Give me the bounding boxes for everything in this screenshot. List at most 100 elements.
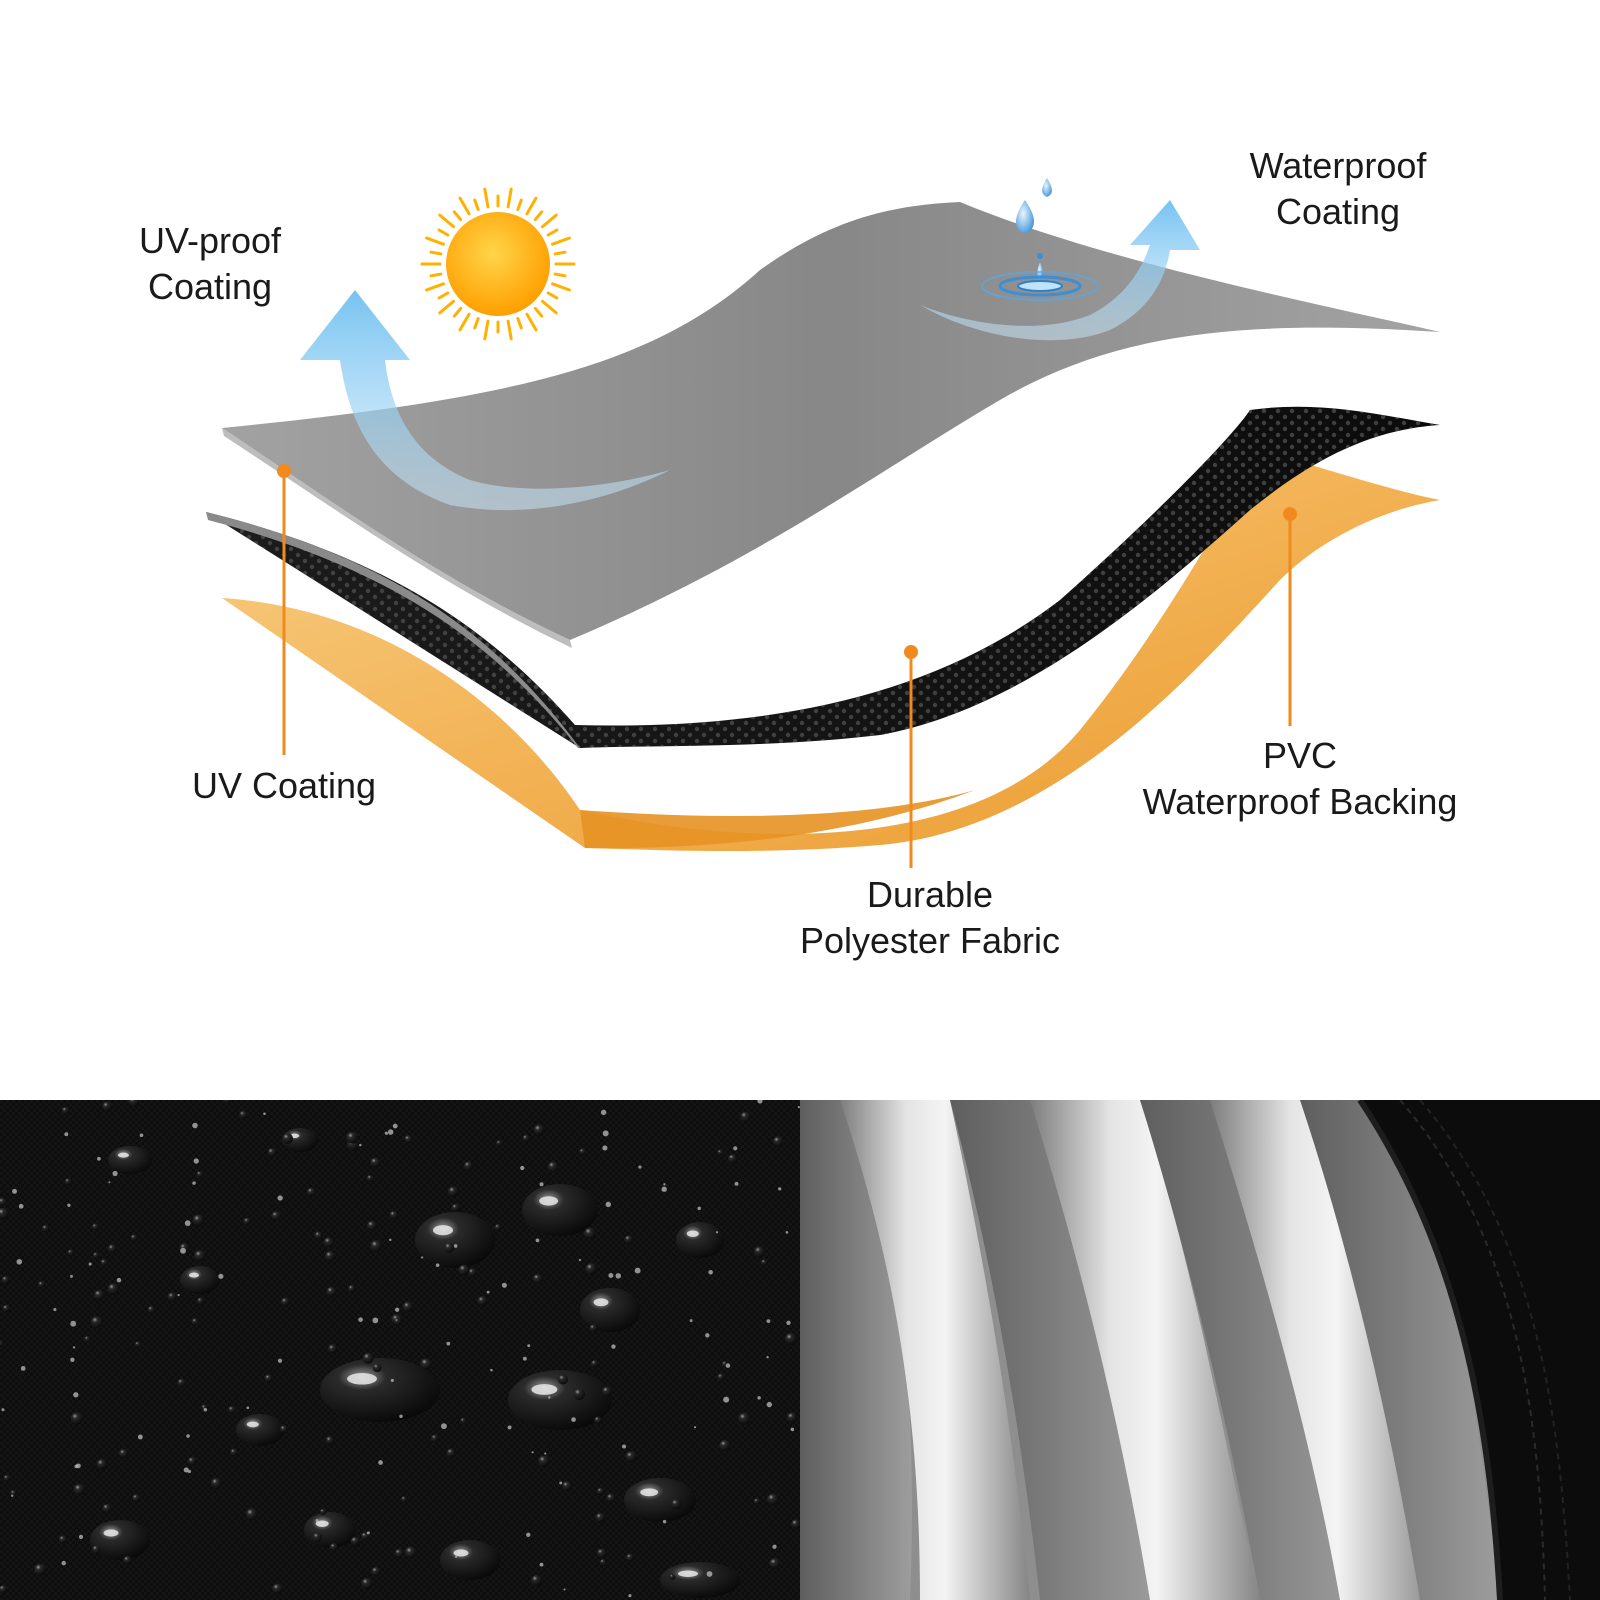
- water-droplet: [490, 1368, 493, 1372]
- sun-ray: [551, 236, 571, 246]
- water-droplet: [263, 1112, 266, 1116]
- label-line: Polyester Fabric: [799, 920, 1061, 961]
- water-droplet: [53, 1307, 57, 1312]
- water-droplet: [192, 1122, 198, 1129]
- sun-ray: [438, 299, 456, 315]
- water-droplet: [319, 1508, 326, 1515]
- water-droplet: [559, 1481, 563, 1485]
- water-droplet: [306, 1187, 316, 1197]
- water-droplet: [615, 1273, 622, 1279]
- fabric-layers-illustration: [206, 178, 1440, 868]
- water-droplet: [183, 1467, 189, 1473]
- water-droplet: [460, 1417, 467, 1425]
- water-droplet: [193, 1158, 199, 1164]
- water-droplet: [315, 1519, 319, 1522]
- label-line: UV-proof: [138, 220, 282, 261]
- water-droplet: [708, 1270, 713, 1275]
- water-bead: [624, 1478, 696, 1522]
- sun-ray: [452, 210, 463, 222]
- sun-ray: [425, 236, 445, 246]
- label-line: UV Coating: [191, 765, 377, 806]
- water-arrow-icon: [920, 200, 1200, 341]
- water-bead: [508, 1370, 612, 1430]
- water-droplet: [196, 1297, 205, 1305]
- water-droplet: [501, 1282, 507, 1288]
- water-droplet: [328, 1344, 338, 1354]
- water-droplet: [590, 1360, 599, 1368]
- water-droplet: [139, 1133, 144, 1138]
- water-droplet: [725, 1363, 731, 1368]
- water-droplet: [435, 1263, 440, 1267]
- water-droplet: [366, 1174, 374, 1182]
- water-droplet: [671, 1499, 682, 1510]
- water-droplet: [18, 1203, 24, 1209]
- sun-ray: [438, 213, 456, 229]
- water-droplet: [532, 1273, 543, 1284]
- water-droplet: [282, 1133, 293, 1144]
- water-droplet: [661, 1186, 667, 1192]
- water-bead: [304, 1512, 356, 1548]
- water-bead-highlight: [678, 1570, 698, 1577]
- water-droplet: [706, 1571, 713, 1577]
- water-droplet: [420, 1358, 432, 1370]
- water-droplet: [446, 1448, 456, 1458]
- water-droplet: [0, 1340, 4, 1347]
- water-droplet: [177, 1378, 186, 1387]
- sun-ray: [540, 213, 558, 229]
- callout-uv-coating: [277, 464, 291, 755]
- water-droplet: [535, 1238, 540, 1243]
- water-droplet: [38, 1281, 45, 1288]
- sun-ray: [516, 317, 523, 330]
- water-droplet: [757, 1396, 761, 1400]
- water-droplet: [134, 1341, 141, 1348]
- water-bead-highlight: [246, 1421, 259, 1428]
- water-droplet: [371, 1566, 381, 1577]
- water-droplet: [494, 1224, 502, 1231]
- water-droplet: [389, 1210, 398, 1220]
- sun-ray: [458, 196, 471, 216]
- water-droplet: [547, 1161, 559, 1173]
- water-droplet: [606, 1493, 616, 1503]
- water-droplet: [1, 1408, 5, 1412]
- water-droplet: [446, 1341, 451, 1346]
- water-droplet: [404, 1135, 413, 1144]
- sun-ray: [437, 228, 450, 237]
- water-droplet: [421, 1256, 424, 1259]
- water-droplet: [548, 1396, 551, 1399]
- water-droplet: [203, 1408, 208, 1412]
- water-droplet: [402, 1301, 413, 1312]
- water-droplet: [738, 1412, 751, 1425]
- water-droplet: [705, 1333, 710, 1338]
- sun-ray: [429, 250, 443, 256]
- water-droplet: [100, 1259, 108, 1267]
- water-droplet: [372, 1363, 382, 1373]
- water-droplet: [733, 1146, 738, 1151]
- water-droplet: [786, 1412, 798, 1423]
- sun-ray: [452, 306, 463, 318]
- water-droplet: [463, 1161, 473, 1171]
- water-droplet: [520, 1165, 525, 1171]
- label-line: Waterproof Backing: [1142, 781, 1458, 822]
- sun-ray: [506, 319, 513, 341]
- water-droplet: [600, 1109, 607, 1116]
- water-droplet: [84, 1335, 91, 1343]
- water-droplet: [58, 1535, 67, 1544]
- water-droplet: [271, 1211, 281, 1221]
- sun-ray: [525, 312, 538, 332]
- water-droplet: [130, 1234, 138, 1242]
- label-line: Waterproof: [1249, 145, 1427, 186]
- water-droplet: [70, 1274, 73, 1278]
- water-droplet: [2, 1304, 10, 1313]
- water-droplet: [370, 1157, 381, 1168]
- water-droplet: [116, 1277, 122, 1283]
- water-bead-highlight: [531, 1384, 558, 1395]
- water-droplet: [370, 1240, 382, 1252]
- water-droplet: [119, 1449, 129, 1459]
- water-droplet: [602, 1145, 608, 1151]
- water-droplet: [91, 1223, 99, 1231]
- water-droplet: [400, 1496, 408, 1503]
- water-droplet: [272, 1583, 283, 1594]
- water-droplet: [634, 1267, 641, 1274]
- water-droplet: [34, 1563, 46, 1576]
- water-droplet: [539, 1182, 544, 1187]
